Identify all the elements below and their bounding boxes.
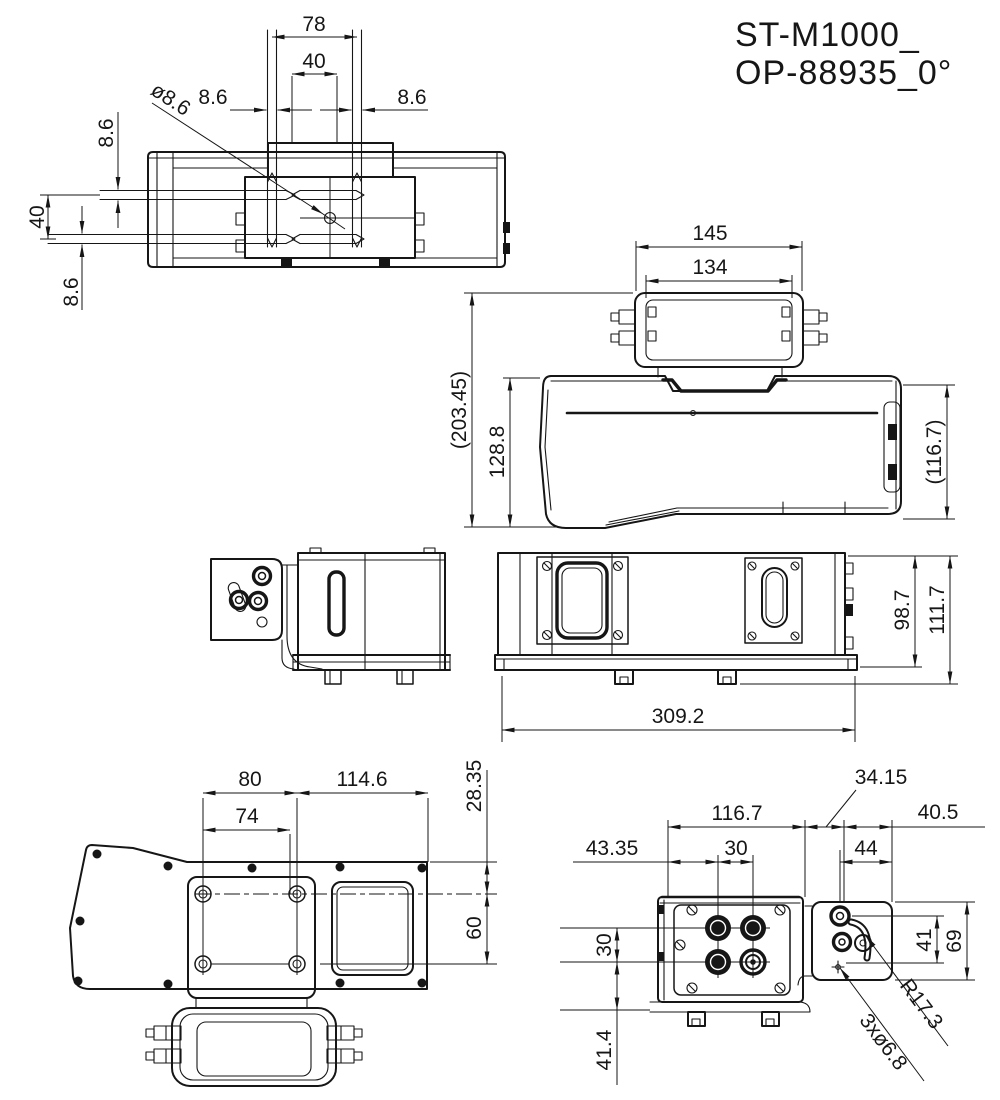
bottom-body-outline: [69, 844, 428, 990]
side-bracket-inner: [645, 299, 793, 361]
rear-bracket-connectors: [829, 905, 872, 974]
bottom-plate-screws: [194, 885, 306, 973]
dim-8-6-side-top: 8.6: [95, 118, 118, 147]
dim-hole-dia: ø8.6: [147, 78, 195, 120]
top-view-dimensions: 78 40 8.6 8.6 ø8.6 8.6 40 8.6: [26, 13, 428, 310]
title-block: ST-M1000_ OP-88935_0°: [735, 16, 952, 92]
rear-panel: [673, 904, 791, 996]
dim-8-6-slot-left: 8.6: [198, 86, 227, 109]
end-connector-3: [247, 590, 269, 612]
rear-panel-screws: [674, 904, 786, 994]
rear-connectors: [700, 912, 770, 978]
option-number: OP-88935_0°: [735, 54, 952, 92]
dim-134: 134: [692, 256, 727, 279]
end-body: [297, 552, 446, 671]
end-view-geometry: [210, 547, 451, 685]
dim-114-6: 114.6: [337, 768, 388, 791]
side-bracket-outer: [634, 292, 804, 368]
dim-41: 41: [913, 928, 936, 951]
dim-116-7-rear: 116.7: [712, 802, 763, 825]
dim-r17-3: R17.3: [895, 975, 947, 1034]
dim-8-6-side-bottom: 8.6: [60, 277, 83, 306]
dim-41-4: 41.4: [593, 1029, 616, 1070]
model-number: ST-M1000_: [735, 16, 920, 54]
rear-view-geometry: [649, 895, 893, 1027]
front-view-dimensions: 98.7 111.7 309.2: [501, 555, 958, 742]
dim-309-2: 309.2: [652, 705, 705, 728]
dim-111-7: 111.7: [926, 585, 949, 634]
side-view-geometry: [539, 292, 902, 529]
dim-40-side: 40: [26, 205, 49, 228]
front-oval-screws: [747, 561, 800, 641]
dim-78: 78: [302, 13, 325, 36]
view-end: [210, 547, 451, 685]
dim-116-7-side: (116.7): [923, 420, 946, 485]
bottom-view-dimensions: 80 114.6 74 28.35 60: [202, 760, 497, 975]
side-body-outline: [539, 375, 902, 529]
view-front: 98.7 111.7 309.2: [494, 552, 958, 742]
bottom-square-opening: [331, 881, 414, 976]
dim-60: 60: [463, 916, 486, 939]
bottom-clamp-outer: [171, 1007, 337, 1087]
end-small-hole: [256, 616, 268, 628]
view-side: 145 134 (203.45) 128.8 (116.7): [448, 222, 955, 529]
dim-40-5: 40.5: [918, 801, 959, 824]
top-body-outline: [147, 151, 506, 268]
dim-30-vertical: 30: [593, 933, 616, 956]
top-view-geometry: [47, 29, 510, 268]
front-window-screws: [541, 560, 624, 641]
end-connector-2: [228, 589, 250, 611]
rear-view-dimensions: 116.7 34.15 40.5 43.35 30 44 30 41.4: [560, 766, 985, 1085]
dim-203-45: (203.45): [448, 371, 471, 449]
dim-80: 80: [238, 768, 261, 791]
rear-bracket: [811, 901, 893, 981]
dim-44: 44: [854, 837, 878, 860]
top-mount-block: [267, 142, 394, 178]
front-view-geometry: [494, 552, 858, 685]
dim-28-35: 28.35: [463, 760, 486, 813]
dim-8-6-slot-right: 8.6: [397, 86, 426, 109]
dim-128-8: 128.8: [486, 426, 509, 479]
dim-3x-6-8: 3xø6.8: [855, 1010, 912, 1075]
front-flange: [494, 654, 858, 671]
bottom-mount-plate: [187, 876, 316, 999]
dim-98-7: 98.7: [891, 590, 914, 631]
view-top: 78 40 8.6 8.6 ø8.6 8.6 40 8.6: [26, 13, 510, 310]
dim-40-top: 40: [302, 50, 325, 73]
dim-69: 69: [943, 929, 966, 952]
end-slot-window: [327, 570, 346, 637]
front-oval-plate: [744, 557, 803, 644]
dim-34-15: 34.15: [855, 766, 908, 789]
bottom-clamp-bolts: [145, 1025, 363, 1064]
bottom-view-geometry: [69, 844, 497, 1087]
end-connector-1: [251, 565, 273, 587]
dim-43-35: 43.35: [586, 837, 639, 860]
view-bottom: 80 114.6 74 28.35 60: [69, 760, 497, 1087]
front-oval-window: [761, 567, 788, 628]
dim-30-horizontal: 30: [724, 837, 747, 860]
bottom-screw-dots: [73, 849, 427, 989]
dim-145: 145: [692, 222, 727, 245]
rear-flange: [649, 1001, 811, 1013]
front-window-plate: [536, 556, 629, 645]
front-window: [555, 561, 609, 640]
dim-74: 74: [235, 805, 259, 828]
end-connector-plate: [210, 558, 283, 641]
view-rear: 116.7 34.15 40.5 43.35 30 44 30 41.4: [560, 766, 985, 1085]
side-view-dimensions: 145 134 (203.45) 128.8 (116.7): [448, 222, 955, 528]
